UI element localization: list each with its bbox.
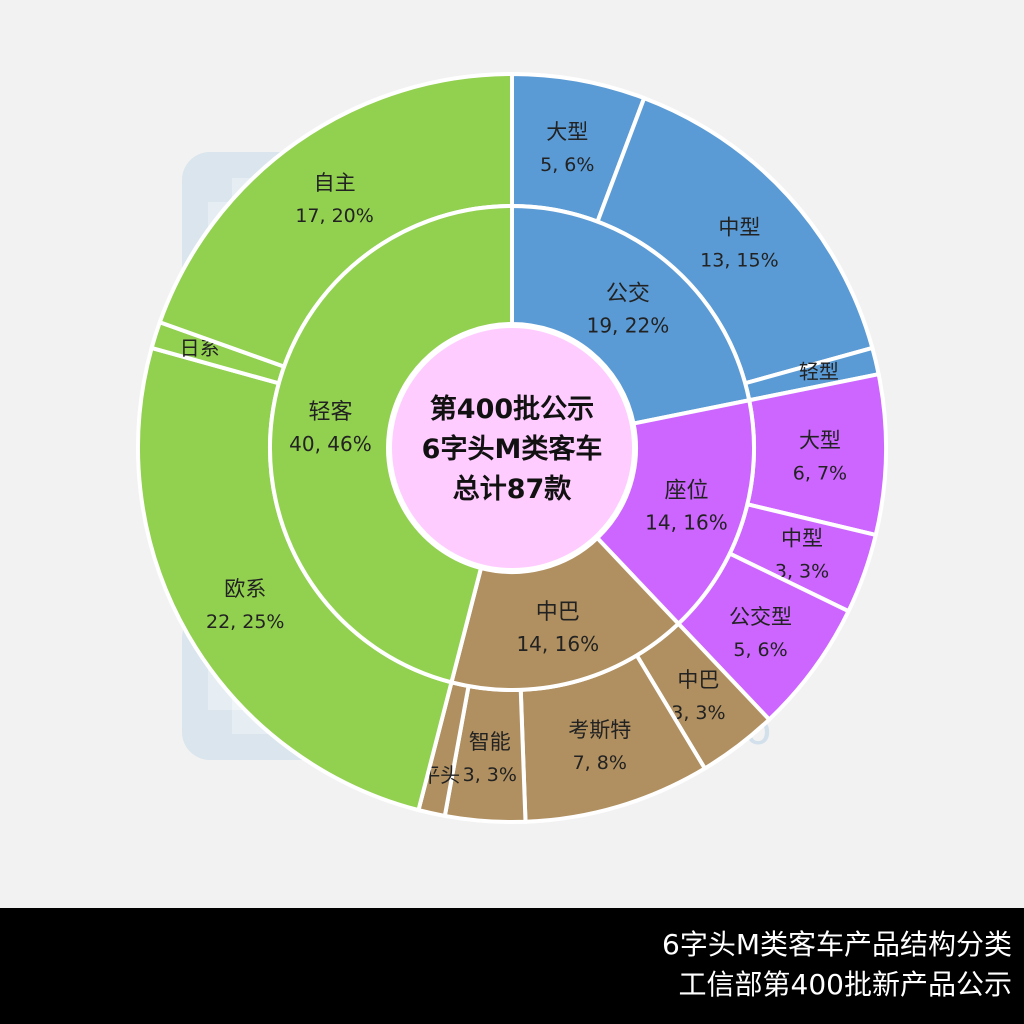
outer-label-value-10: 22, 25% <box>206 611 285 633</box>
outer-label-value-7: 7, 8% <box>573 752 627 774</box>
outer-label-name-10: 欧系 <box>224 577 266 601</box>
center-label-line-2: 总计87款 <box>453 474 573 505</box>
inner-label-name-1: 座位 <box>664 478 708 503</box>
outer-label-name-3: 大型 <box>799 429 841 453</box>
outer-label-value-6: 3, 3% <box>671 702 725 724</box>
outer-label-name-7: 考斯特 <box>568 718 631 742</box>
outer-label-name-8: 智能 <box>469 730 511 754</box>
outer-label-value-8: 3, 3% <box>463 764 517 786</box>
outer-label-value-5: 5, 6% <box>733 639 787 661</box>
outer-label-value-3: 6, 7% <box>793 463 847 485</box>
center-label-line-1: 6字头M类客车 <box>422 433 603 465</box>
inner-label-value-0: 19, 22% <box>587 313 670 337</box>
outer-label-value-0: 5, 6% <box>540 154 594 176</box>
outer-label-value-12: 17, 20% <box>295 205 374 227</box>
outer-label-value-4: 3, 3% <box>775 561 829 583</box>
outer-label-name-4: 中型 <box>781 527 823 551</box>
sunburst-svg: 提加商用车TruckPlus CVstudio提加商用车TruckPlus CV… <box>136 71 888 824</box>
outer-label-name-2: 轻型 <box>799 359 839 383</box>
outer-label-name-6: 中巴 <box>677 668 719 692</box>
inner-label-value-3: 40, 46% <box>289 432 372 456</box>
sunburst-chart: 提加商用车TruckPlus CVstudio提加商用车TruckPlus CV… <box>136 71 888 824</box>
inner-label-value-1: 14, 16% <box>645 510 728 534</box>
footer-title: 6字头M类客车产品结构分类 <box>662 928 1012 961</box>
outer-label-name-12: 自主 <box>314 171 356 195</box>
center-circle <box>388 324 636 572</box>
inner-label-name-3: 轻客 <box>308 400 352 425</box>
outer-label-value-1: 13, 15% <box>700 249 779 271</box>
footer-subtitle: 工信部第400批新产品公示 <box>678 968 1012 1001</box>
inner-label-name-2: 中巴 <box>536 600 580 625</box>
inner-label-value-2: 14, 16% <box>516 632 599 656</box>
outer-label-name-5: 公交型 <box>729 605 792 629</box>
footer-bar: 6字头M类客车产品结构分类 工信部第400批新产品公示 <box>0 908 1024 1024</box>
outer-label-name-1: 中型 <box>718 215 760 239</box>
inner-label-name-0: 公交 <box>606 281 650 306</box>
center-label-line-0: 第400批公示 <box>430 393 594 425</box>
outer-label-name-0: 大型 <box>546 120 588 144</box>
